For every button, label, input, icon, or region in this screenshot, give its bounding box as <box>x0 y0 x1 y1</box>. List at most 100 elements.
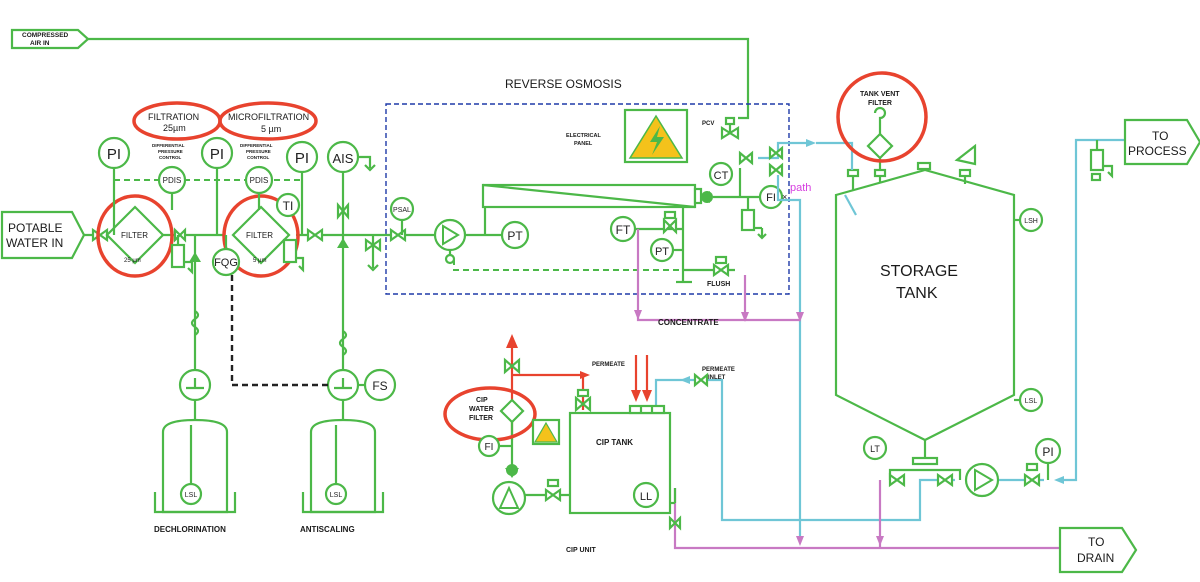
to-process-label-2: PROCESS <box>1128 144 1187 158</box>
filter-25um: FILTER 25 µm <box>105 205 165 265</box>
cip-top-valve <box>503 357 521 375</box>
filtration-label-1: FILTRATION <box>148 112 199 122</box>
ro-permeate-sample <box>740 208 767 240</box>
svg-text:PI: PI <box>107 146 121 163</box>
svg-text:LSH: LSH <box>1024 218 1038 225</box>
svg-text:PI: PI <box>295 150 309 167</box>
storage-tank: STORAGE TANK <box>834 168 1016 442</box>
dpc-2-line-2: PRESSURE <box>246 149 271 154</box>
psal-instrument: PSAL <box>389 196 415 235</box>
antiscaling-injection <box>326 235 360 420</box>
svg-text:PT: PT <box>655 246 669 258</box>
svg-text:PDIS: PDIS <box>250 176 269 185</box>
pt-2-instrument: PT <box>649 237 675 263</box>
svg-text:FI: FI <box>485 442 494 453</box>
tank-inlet-line <box>816 141 854 170</box>
dechlorination-label: DECHLORINATION <box>154 525 226 534</box>
filter-1-highlight <box>96 194 174 278</box>
tank-inlet-dip <box>844 194 857 216</box>
svg-text:LSL: LSL <box>330 492 343 499</box>
ro-outlet-node <box>701 191 713 203</box>
inlet-valve <box>91 227 109 243</box>
cip-feed-valve <box>574 388 592 413</box>
cip-pump-valve <box>544 478 562 503</box>
lt-instrument: LT <box>862 435 888 461</box>
process-pump <box>964 462 1000 498</box>
svg-text:FT: FT <box>616 223 631 237</box>
permeate-inlet-valve <box>693 372 709 388</box>
to-process-label-1: TO <box>1152 129 1168 143</box>
process-sample-point <box>1089 140 1114 182</box>
electrical-panel-label-2: PANEL <box>574 141 593 147</box>
svg-text:CT: CT <box>714 170 729 182</box>
pt-1-instrument: PT <box>500 220 530 250</box>
reverse-osmosis-title: REVERSE OSMOSIS <box>505 77 622 91</box>
dpc-2-line-1: DIFFERENTIAL <box>240 143 273 148</box>
dechlorination-tank: LSL <box>153 418 237 514</box>
ro-reject-valve <box>662 210 678 235</box>
fi-x-mark: × <box>782 192 787 202</box>
storage-tank-label-1: STORAGE <box>880 263 958 280</box>
ais-instrument: AIS <box>326 140 376 235</box>
filter-1-drain <box>170 227 194 275</box>
permeate-valve-top <box>768 145 784 178</box>
svg-text:AIS: AIS <box>333 151 354 166</box>
cip-up-arrow-icon <box>506 334 518 348</box>
path-label: path <box>790 182 811 194</box>
svg-text:PSAL: PSAL <box>393 207 411 214</box>
pi-4-instrument: PI <box>1034 437 1062 480</box>
ro-permeate-valve-1 <box>738 150 754 166</box>
cip-drain-valve <box>668 515 682 531</box>
permeate-label: PERMEATE <box>592 362 625 368</box>
lsh-instrument: LSH <box>1014 207 1044 233</box>
permeate-return-line <box>776 175 802 540</box>
cip-warning <box>531 418 561 446</box>
filter-1-label: FILTER <box>121 231 148 240</box>
potable-water-label-1: POTABLE <box>8 221 62 235</box>
dechlorination-injection <box>178 235 212 420</box>
flush-label: FLUSH <box>707 281 730 288</box>
filter-2-label: FILTER <box>246 231 273 240</box>
ft-instrument: FT <box>609 215 637 243</box>
svg-text:PDIS: PDIS <box>163 176 182 185</box>
dpc-2-line-3: CONTROL <box>247 155 269 160</box>
compressed-air-label-2: AIR IN <box>30 40 50 47</box>
tank-outlet-valve-2 <box>936 472 954 488</box>
filter-1-size: 25 µm <box>124 258 141 264</box>
svg-text:LL: LL <box>640 491 652 503</box>
tank-vent-label-2: FILTER <box>868 100 892 107</box>
header-valve-3 <box>364 235 382 272</box>
cip-pump <box>491 480 527 516</box>
antiscaling-tank: LSL <box>301 418 385 514</box>
pdis-1-instrument: PDIS <box>157 165 187 195</box>
electrical-panel: ELECTRICAL PANEL <box>566 108 689 164</box>
filter-5um: FILTER 5 µm <box>231 205 291 265</box>
svg-text:FI: FI <box>766 192 776 204</box>
tank-vent-highlight <box>836 71 928 163</box>
pi-3-instrument: PI <box>285 140 319 235</box>
cip-tank-label: CIP TANK <box>596 438 633 447</box>
pcv-valve <box>720 116 740 140</box>
pdis-2-instrument: PDIS <box>244 165 274 195</box>
ti-instrument: TI <box>275 192 301 218</box>
svg-text:PI: PI <box>210 146 224 163</box>
header-valve-1 <box>306 227 324 243</box>
to-drain-outlet: TO DRAIN <box>1058 526 1138 574</box>
electrical-panel-label-1: ELECTRICAL <box>566 133 601 139</box>
svg-text:PI: PI <box>1042 445 1053 459</box>
dpc-1-line-1: DIFFERENTIAL <box>152 143 185 148</box>
cip-warning-icon <box>533 421 559 443</box>
potable-water-label-2: WATER IN <box>6 236 63 250</box>
dpc-1-line-2: PRESSURE <box>158 149 183 154</box>
cip-unit-label: CIP UNIT <box>566 547 597 554</box>
ct-instrument: CT <box>708 161 734 187</box>
filter-2-highlight <box>222 194 300 278</box>
to-drain-label-1: TO <box>1088 535 1104 549</box>
lightning-icon <box>650 126 664 155</box>
concentrate-label: CONCENTRATE <box>658 318 719 327</box>
pcv-label: PCV <box>702 121 714 127</box>
ro-membrane-vessel <box>481 183 703 209</box>
cip-filter-label-1: CIP <box>476 397 488 404</box>
svg-text:TI: TI <box>283 199 294 213</box>
